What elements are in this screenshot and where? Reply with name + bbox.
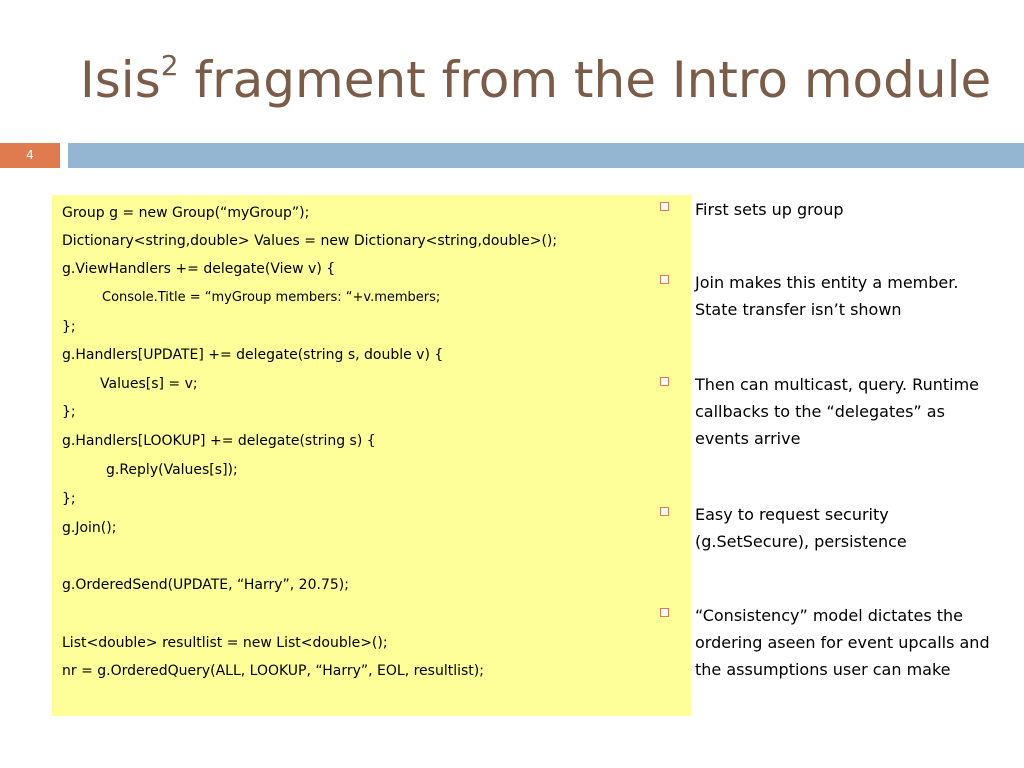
code-line: };	[62, 404, 76, 420]
square-bullet-icon	[660, 608, 669, 617]
code-line: Group g = new Group(“myGroup”);	[62, 205, 310, 221]
bullet-text: Then can multicast, query. Runtime callb…	[695, 375, 979, 448]
slide-title: Isis2 fragment from the Intro module	[80, 40, 1000, 128]
code-line: g.Reply(Values[s]);	[106, 462, 238, 478]
square-bullet-icon	[660, 275, 669, 284]
code-line: Dictionary<string,double> Values = new D…	[62, 233, 558, 249]
square-bullet-icon	[660, 507, 669, 516]
square-bullet-icon	[660, 202, 669, 211]
code-line: g.ViewHandlers += delegate(View v) {	[62, 261, 336, 277]
code-line: g.Join();	[62, 520, 117, 536]
square-bullet-icon	[660, 377, 669, 386]
code-line: nr = g.OrderedQuery(ALL, LOOKUP, “Harry”…	[62, 663, 484, 679]
code-line: g.OrderedSend(UPDATE, “Harry”, 20.75);	[62, 577, 349, 593]
code-line: };	[62, 491, 76, 507]
code-line: };	[62, 319, 76, 335]
code-line: Values[s] = v;	[100, 376, 198, 392]
title-prefix: Isis	[80, 51, 161, 109]
code-line: Console.Title = “myGroup members: “+v.me…	[102, 290, 441, 305]
title-superscript: 2	[160, 49, 179, 82]
bullet-text: First sets up group	[695, 200, 844, 219]
code-line: g.Handlers[LOOKUP] += delegate(string s)…	[62, 433, 376, 449]
bullet-text: Easy to request security (g.SetSecure), …	[695, 505, 907, 551]
code-block: Group g = new Group(“myGroup”); Dictiona…	[52, 195, 691, 716]
code-line: List<double> resultlist = new List<doubl…	[62, 635, 388, 651]
slide-number: 4	[0, 143, 60, 168]
bullet-text: “Consistency” model dictates the orderin…	[695, 606, 990, 679]
title-suffix: fragment from the Intro module	[178, 51, 992, 109]
bullet-text: Join makes this entity a member. State t…	[695, 273, 959, 319]
code-line: g.Handlers[UPDATE] += delegate(string s,…	[62, 347, 444, 363]
header-rule-bar	[68, 143, 1024, 168]
